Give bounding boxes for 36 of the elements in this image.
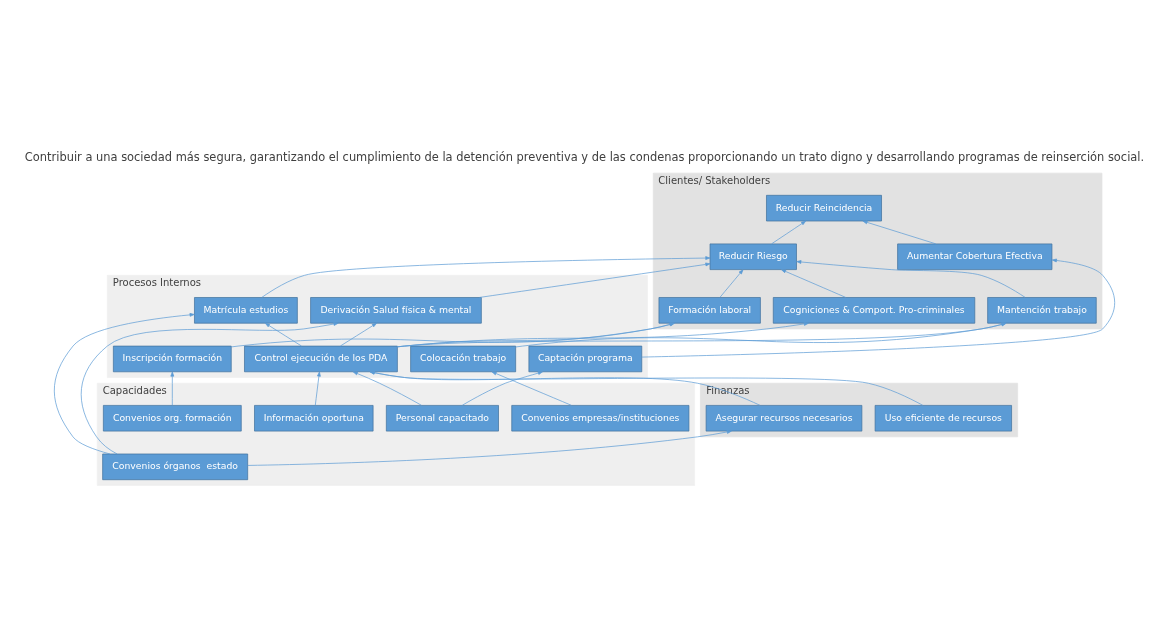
arrow <box>261 255 711 298</box>
arrow <box>340 322 377 346</box>
node-box: Colocación trabajo <box>410 345 516 372</box>
node-box: Captación programa <box>528 345 643 372</box>
arrow <box>231 322 675 347</box>
arrow <box>862 220 937 244</box>
arrow <box>478 262 711 298</box>
node-box: Convenios órganos estado <box>102 453 249 480</box>
node-box: Convenios empresas/instituciones <box>511 404 690 431</box>
arrow <box>80 321 339 454</box>
node-box: Reducir Reincidencia <box>766 194 882 221</box>
arrow <box>314 371 321 406</box>
arrow <box>491 370 572 406</box>
node-box: Información oportuna <box>254 404 374 431</box>
arrow <box>515 322 1007 347</box>
arrow <box>247 429 732 466</box>
arrow <box>796 259 1026 298</box>
arrow <box>641 258 1116 357</box>
node-box: Matrícula estudios <box>194 296 298 324</box>
node-box: Asegurar recursos necesarios <box>705 404 863 431</box>
arrow <box>170 371 175 406</box>
arrow <box>719 268 744 298</box>
node-box: Uso eficiente de recursos <box>874 404 1012 431</box>
arrow <box>771 220 807 244</box>
node-box: Convenios org. formación <box>103 404 242 431</box>
arrow <box>397 322 1007 347</box>
arrow <box>53 312 195 454</box>
node-box: Reducir Riesgo <box>709 243 797 270</box>
node-box: Aumentar Cobertura Efectiva <box>897 243 1053 270</box>
arrow <box>397 321 809 347</box>
node-box: Personal capacitado <box>385 404 499 431</box>
arrow <box>461 370 543 406</box>
arrow <box>781 268 847 298</box>
diagram-title: Contribuir a una sociedad más segura, garantizando el cumplimiento de la detención preventiva y de las condenas proporcionando un trato digno y desarrollando programas de reinserción social. <box>24 149 1145 164</box>
node-box: Inscripción formación <box>113 345 232 372</box>
arrow <box>264 322 302 346</box>
